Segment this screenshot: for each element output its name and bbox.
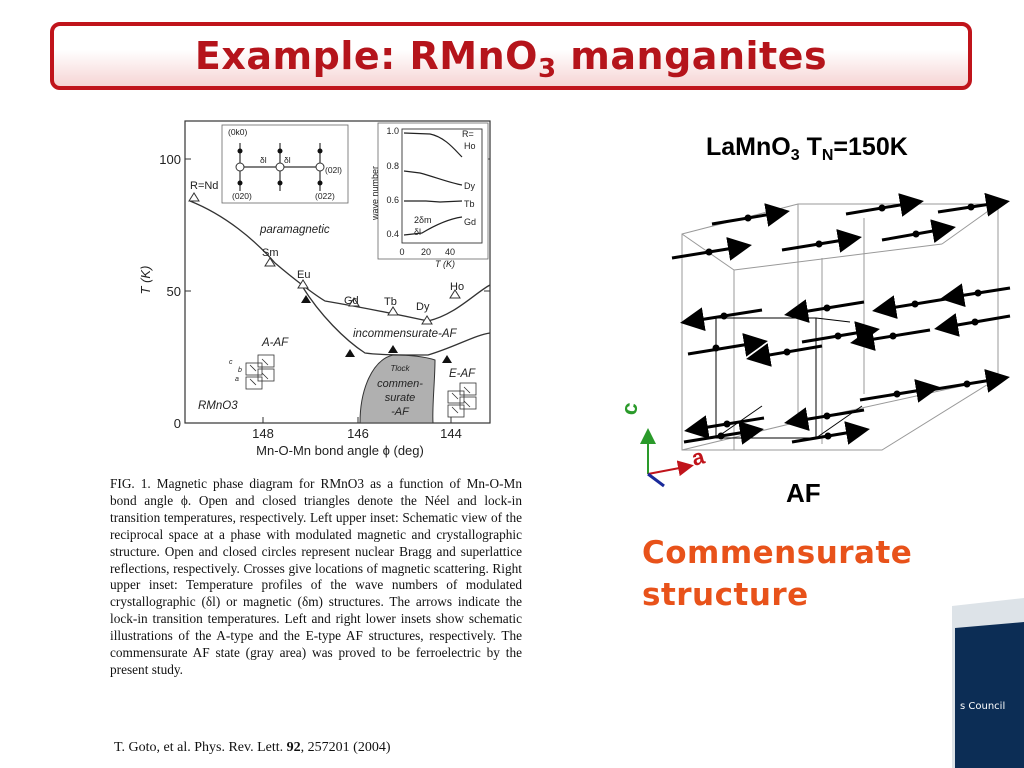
- title-banner: Example: RMnO3 manganites: [50, 22, 972, 90]
- inset-y-tick: 0.4: [386, 229, 399, 239]
- inset-y-label: wave number: [370, 166, 380, 221]
- inset-label: (02l): [325, 165, 342, 175]
- reciprocal-space-inset: (0k0) (020) (02l) (022) δl δl: [221, 124, 349, 204]
- commensurate-region-label: commen-: [377, 378, 423, 390]
- x-tick-label: 146: [347, 426, 369, 441]
- inset-y-tick: 1.0: [386, 126, 399, 136]
- legend-label: 2δm: [414, 215, 432, 225]
- a-af-inset: [245, 354, 275, 390]
- y-tick-label: 0: [174, 416, 181, 431]
- y-axis-label: T (K): [138, 266, 153, 295]
- point-label: Tb: [384, 296, 397, 308]
- commensurate-structure-label: Commensurate structure: [642, 535, 913, 613]
- region-label: incommensurate-AF: [353, 328, 458, 340]
- y-tick-label: 100: [159, 152, 181, 167]
- axis-c-mark: c: [229, 359, 233, 366]
- inset-label: (020): [232, 191, 252, 201]
- region-label: RMnO3: [198, 400, 238, 412]
- inset-label: δl: [284, 155, 291, 165]
- point-label: R=Nd: [190, 180, 218, 192]
- inset-y-tick: 0.8: [386, 161, 399, 171]
- region-label: A-AF: [261, 337, 289, 349]
- axis-b-mark: b: [238, 367, 242, 374]
- series-label: Dy: [464, 181, 475, 191]
- series-label: Gd: [464, 217, 476, 227]
- y-tick-label: 50: [167, 284, 181, 299]
- crystal-structure: c a: [616, 192, 1011, 488]
- reference: T. Goto, et al. Phys. Rev. Lett. 92, 257…: [114, 740, 391, 755]
- lamno-heading: LaMnO3 TN=150K: [706, 133, 908, 164]
- council-label: s Council: [960, 701, 1006, 712]
- point-label: Dy: [416, 301, 430, 313]
- commensurate-region-label: surate: [385, 392, 416, 404]
- figure-caption: FIG. 1. Magnetic phase diagram for RMnO3…: [110, 476, 522, 677]
- wave-number-inset: 1.0 0.8 0.6 0.4 wave number 0 20 40 T (K…: [370, 122, 489, 269]
- x-tick-label: 144: [440, 426, 462, 441]
- series-label: Ho: [464, 141, 476, 151]
- axis-a-label: a: [689, 443, 708, 471]
- phase-diagram: 100 50 0 T (K) 148 146 144 Mn-O-Mn bond …: [138, 120, 491, 458]
- inset-label: (0k0): [228, 127, 248, 137]
- region-label: paramagnetic: [259, 224, 330, 236]
- commensurate-region-label: -AF: [391, 406, 410, 418]
- axis-a-mark: a: [235, 376, 239, 383]
- legend-label: δl: [414, 227, 421, 237]
- series-label: R=: [462, 129, 474, 139]
- tlock-label: Tlock: [390, 364, 410, 373]
- point-label: Eu: [297, 269, 310, 281]
- e-af-inset: [447, 382, 477, 418]
- region-label: E-AF: [449, 368, 476, 380]
- inset-label: (022): [315, 191, 335, 201]
- x-tick-label: 148: [252, 426, 274, 441]
- series-label: Tb: [464, 199, 475, 209]
- af-label: AF: [786, 478, 821, 508]
- inset-x-tick: 20: [421, 247, 431, 257]
- point-label: Gd: [344, 295, 359, 307]
- inset-x-tick: 0: [399, 247, 404, 257]
- point-label: Ho: [450, 281, 464, 293]
- page-title: Example: RMnO3 manganites: [194, 34, 828, 84]
- axis-c-label: c: [616, 400, 643, 416]
- point-label: Sm: [262, 247, 279, 259]
- inset-label: δl: [260, 155, 267, 165]
- inset-x-label: T (K): [435, 259, 455, 269]
- inset-x-tick: 40: [445, 247, 455, 257]
- x-axis-label: Mn-O-Mn bond angle ϕ (deg): [256, 443, 424, 458]
- inset-y-tick: 0.6: [386, 195, 399, 205]
